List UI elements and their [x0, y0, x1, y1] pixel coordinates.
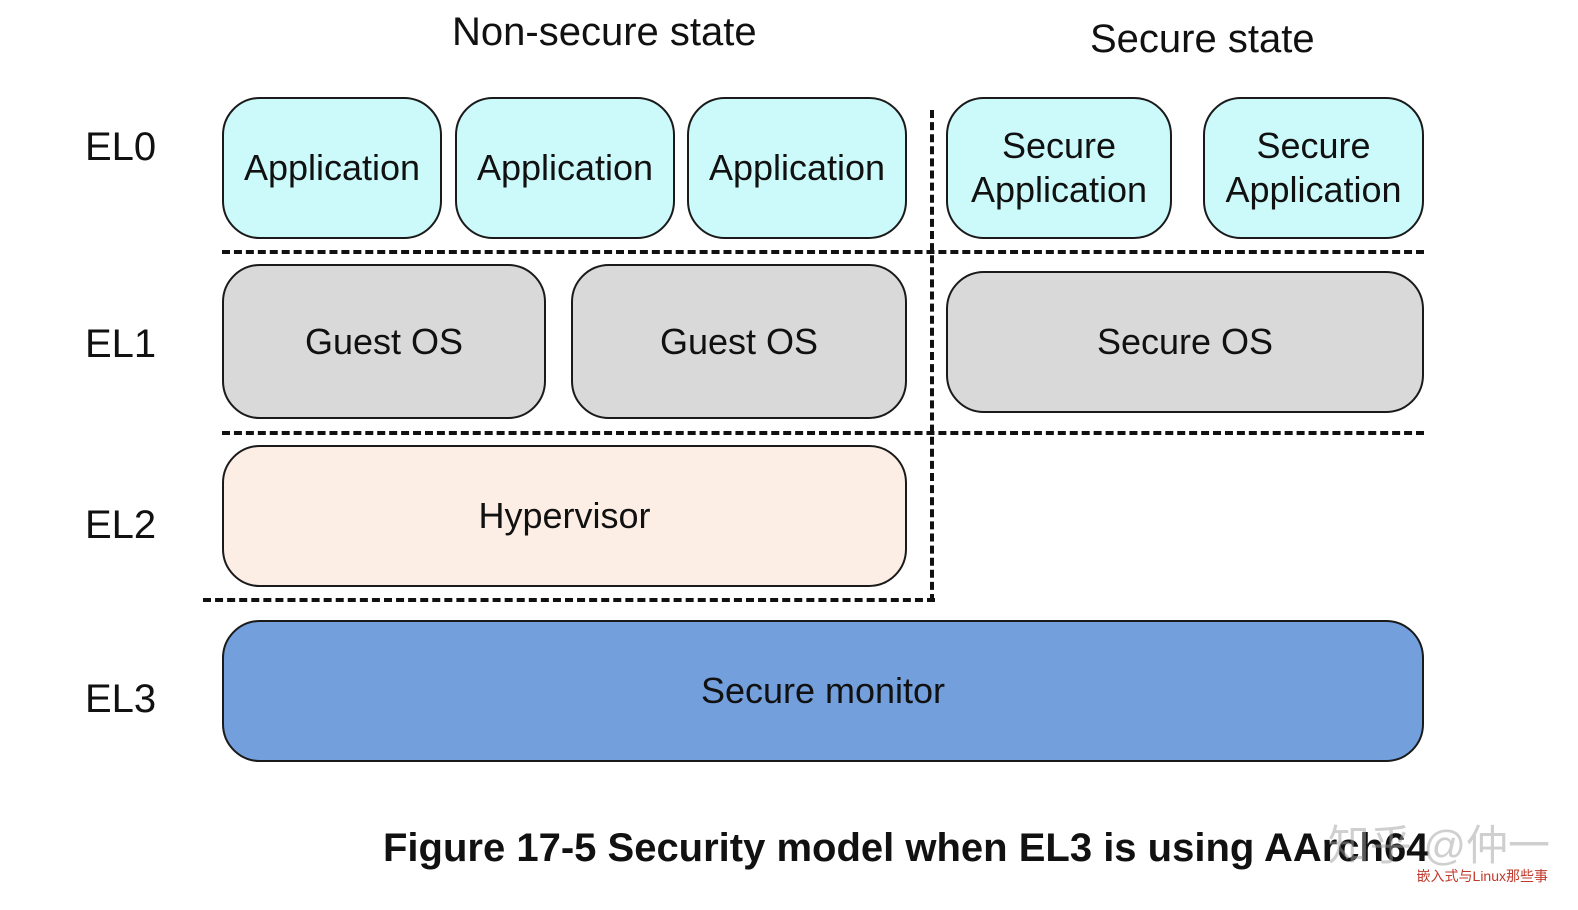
secure-application-box-2: Secure Application: [1203, 97, 1424, 239]
application-box-3: Application: [687, 97, 907, 239]
dashed-divider-secure-boundary: [930, 110, 934, 602]
hypervisor-label: Hypervisor: [478, 495, 651, 536]
watermark-subtitle: 嵌入式与Linux那些事: [1416, 868, 1548, 884]
label-el0: EL0: [85, 125, 157, 169]
secure-monitor-box: Secure monitor: [222, 620, 1424, 762]
secure-application-label-1: Secure Application: [970, 125, 1148, 210]
dashed-divider-el2-el3: [203, 598, 935, 602]
header-non-secure-state: Non-secure state: [452, 10, 757, 54]
dashed-divider-el0-el1: [222, 250, 1424, 254]
application-box-1: Application: [222, 97, 442, 239]
guest-os-label-2: Guest OS: [659, 320, 819, 362]
application-box-2: Application: [455, 97, 675, 239]
guest-os-box-1: Guest OS: [222, 264, 546, 419]
hypervisor-box: Hypervisor: [222, 445, 907, 587]
label-el2: EL2: [85, 503, 157, 547]
dashed-divider-el1-el2: [222, 431, 1424, 435]
application-label-2: Application: [476, 147, 654, 188]
secure-os-label: Secure OS: [1096, 321, 1274, 362]
secure-application-box-1: Secure Application: [946, 97, 1172, 239]
guest-os-box-2: Guest OS: [571, 264, 907, 419]
secure-monitor-label: Secure monitor: [700, 670, 946, 711]
application-label-1: Application: [243, 147, 421, 188]
label-el1: EL1: [85, 322, 157, 366]
application-label-3: Application: [708, 147, 886, 188]
figure-caption: Figure 17-5 Security model when EL3 is u…: [383, 826, 1429, 870]
label-el3: EL3: [85, 677, 157, 721]
watermark: 知乎 @仲一: [1327, 822, 1550, 869]
secure-application-label-2: Secure Application: [1225, 125, 1402, 210]
secure-os-box: Secure OS: [946, 271, 1424, 413]
guest-os-label-1: Guest OS: [304, 320, 464, 362]
header-secure-state: Secure state: [1090, 17, 1315, 61]
